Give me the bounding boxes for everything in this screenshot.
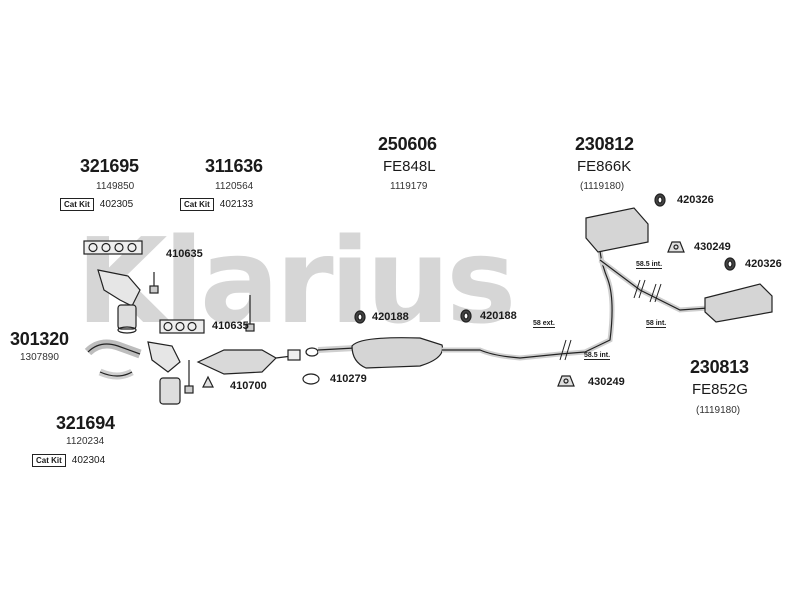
front-pipe-icon (84, 339, 142, 380)
part-label: 420326 (745, 258, 782, 270)
dimension-tag: 58 ext. (533, 320, 555, 328)
part-label: 410635 (212, 320, 249, 332)
cut-mark-icon (633, 279, 646, 299)
part-label: 430249 (694, 241, 731, 253)
catkit-badge: Cat Kit (32, 454, 66, 467)
catalytic-manifold-icon (97, 269, 141, 334)
centre-silencer-icon (317, 337, 586, 369)
dimension-tag: 58.5 int. (584, 352, 611, 360)
part-number-250606: 250606 (378, 134, 437, 154)
dimension-tag: 58.5 int. (636, 261, 663, 269)
ref-number: (1119180) (580, 181, 625, 192)
watermark-logo: Klarius (76, 212, 516, 350)
catkit-row: Cat Kit 402304 (32, 454, 105, 467)
ref-number: 1307890 (20, 352, 59, 363)
part-label: 420188 (372, 311, 409, 323)
part-number-321694: 321694 (56, 413, 115, 433)
catkit-number: 402133 (219, 199, 254, 210)
gasket-icon (302, 373, 320, 385)
rubber-mount-icon (354, 310, 366, 324)
catkit-badge: Cat Kit (60, 198, 94, 211)
hanger-icon (557, 375, 575, 387)
vehicle-code: FE848L (383, 158, 436, 175)
rear-silencer-icon (704, 283, 773, 323)
part-number-230812: 230812 (575, 134, 634, 154)
dimension-tag: 58 int. (646, 320, 667, 328)
catkit-row: Cat Kit 402133 (180, 198, 253, 211)
part-label: 420326 (677, 194, 714, 206)
catalytic-manifold-icon (147, 341, 181, 405)
part-number-301320: 301320 (10, 329, 69, 349)
vehicle-code: FE852G (692, 381, 748, 398)
ref-number: 1120564 (215, 181, 254, 192)
ref-number: 1120234 (66, 436, 105, 447)
cut-mark-icon (649, 283, 662, 303)
clamp-ring-icon (305, 347, 319, 357)
rear-silencer-icon (585, 207, 649, 253)
manifold-gasket-icon (83, 240, 143, 255)
part-number-311636: 311636 (205, 156, 263, 176)
ref-number: 1149850 (96, 181, 135, 192)
hanger-icon (202, 375, 214, 388)
part-label: 410700 (230, 380, 267, 392)
lambda-sensor-icon (149, 272, 159, 294)
rubber-mount-icon (460, 309, 472, 323)
vehicle-code: FE866K (577, 158, 632, 175)
part-label: 430249 (588, 376, 625, 388)
part-label: 420188 (480, 310, 517, 322)
catkit-number: 402305 (99, 199, 134, 210)
rear-pipe-icon (583, 247, 709, 355)
catalytic-converter-icon (196, 349, 301, 375)
rubber-mount-icon (724, 257, 736, 271)
part-label: 410279 (330, 373, 367, 385)
part-number-321695: 321695 (80, 156, 139, 176)
catkit-badge: Cat Kit (180, 198, 214, 211)
ref-number: (1119180) (696, 405, 741, 416)
part-number-230813: 230813 (690, 357, 749, 377)
hanger-icon (667, 241, 685, 253)
lambda-sensor-icon (245, 295, 255, 332)
ref-number: 1119179 (390, 181, 428, 192)
part-label: 410635 (166, 248, 203, 260)
lambda-sensor-icon (184, 360, 194, 394)
catkit-number: 402304 (71, 455, 106, 466)
rubber-mount-icon (654, 193, 666, 207)
manifold-gasket-icon (159, 319, 205, 334)
cut-mark-icon (559, 339, 572, 361)
catkit-row: Cat Kit 402305 (60, 198, 133, 211)
